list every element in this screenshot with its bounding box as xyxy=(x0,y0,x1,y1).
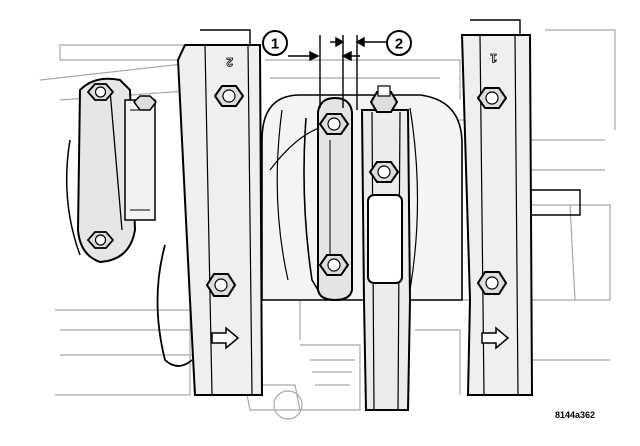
bolt-icon xyxy=(86,83,115,101)
bolt-icon xyxy=(368,161,400,183)
main-bearing-cap-2: 2 xyxy=(156,29,264,396)
bolt-icon xyxy=(476,271,508,295)
connecting-rod-1 xyxy=(303,96,353,302)
connecting-rod-2 xyxy=(360,85,412,411)
callout-2-label: 2 xyxy=(395,36,403,53)
bolt-icon xyxy=(318,254,350,276)
callout-2: 2 xyxy=(386,30,412,56)
cap-stamp-2: 2 xyxy=(226,55,233,69)
cap-stamp-1: 1 xyxy=(490,51,497,65)
arrow-right-icon xyxy=(211,326,240,350)
bolt-icon xyxy=(213,85,245,107)
bolt-icon xyxy=(86,231,115,249)
bolt-icon xyxy=(205,273,237,297)
figure-code: 8144a362 xyxy=(555,410,595,420)
arrow-right-icon xyxy=(481,326,510,350)
callout-1-label: 1 xyxy=(271,36,279,53)
bolt-icon xyxy=(133,95,157,111)
bolt-icon xyxy=(318,113,350,135)
main-bearing-cap-1: 1 xyxy=(460,19,581,396)
bolt-icon xyxy=(369,85,399,113)
bolt-icon xyxy=(476,87,508,109)
callout-1: 1 xyxy=(262,30,288,56)
left-connecting-rod xyxy=(65,77,157,264)
measurement-lines xyxy=(288,35,388,110)
